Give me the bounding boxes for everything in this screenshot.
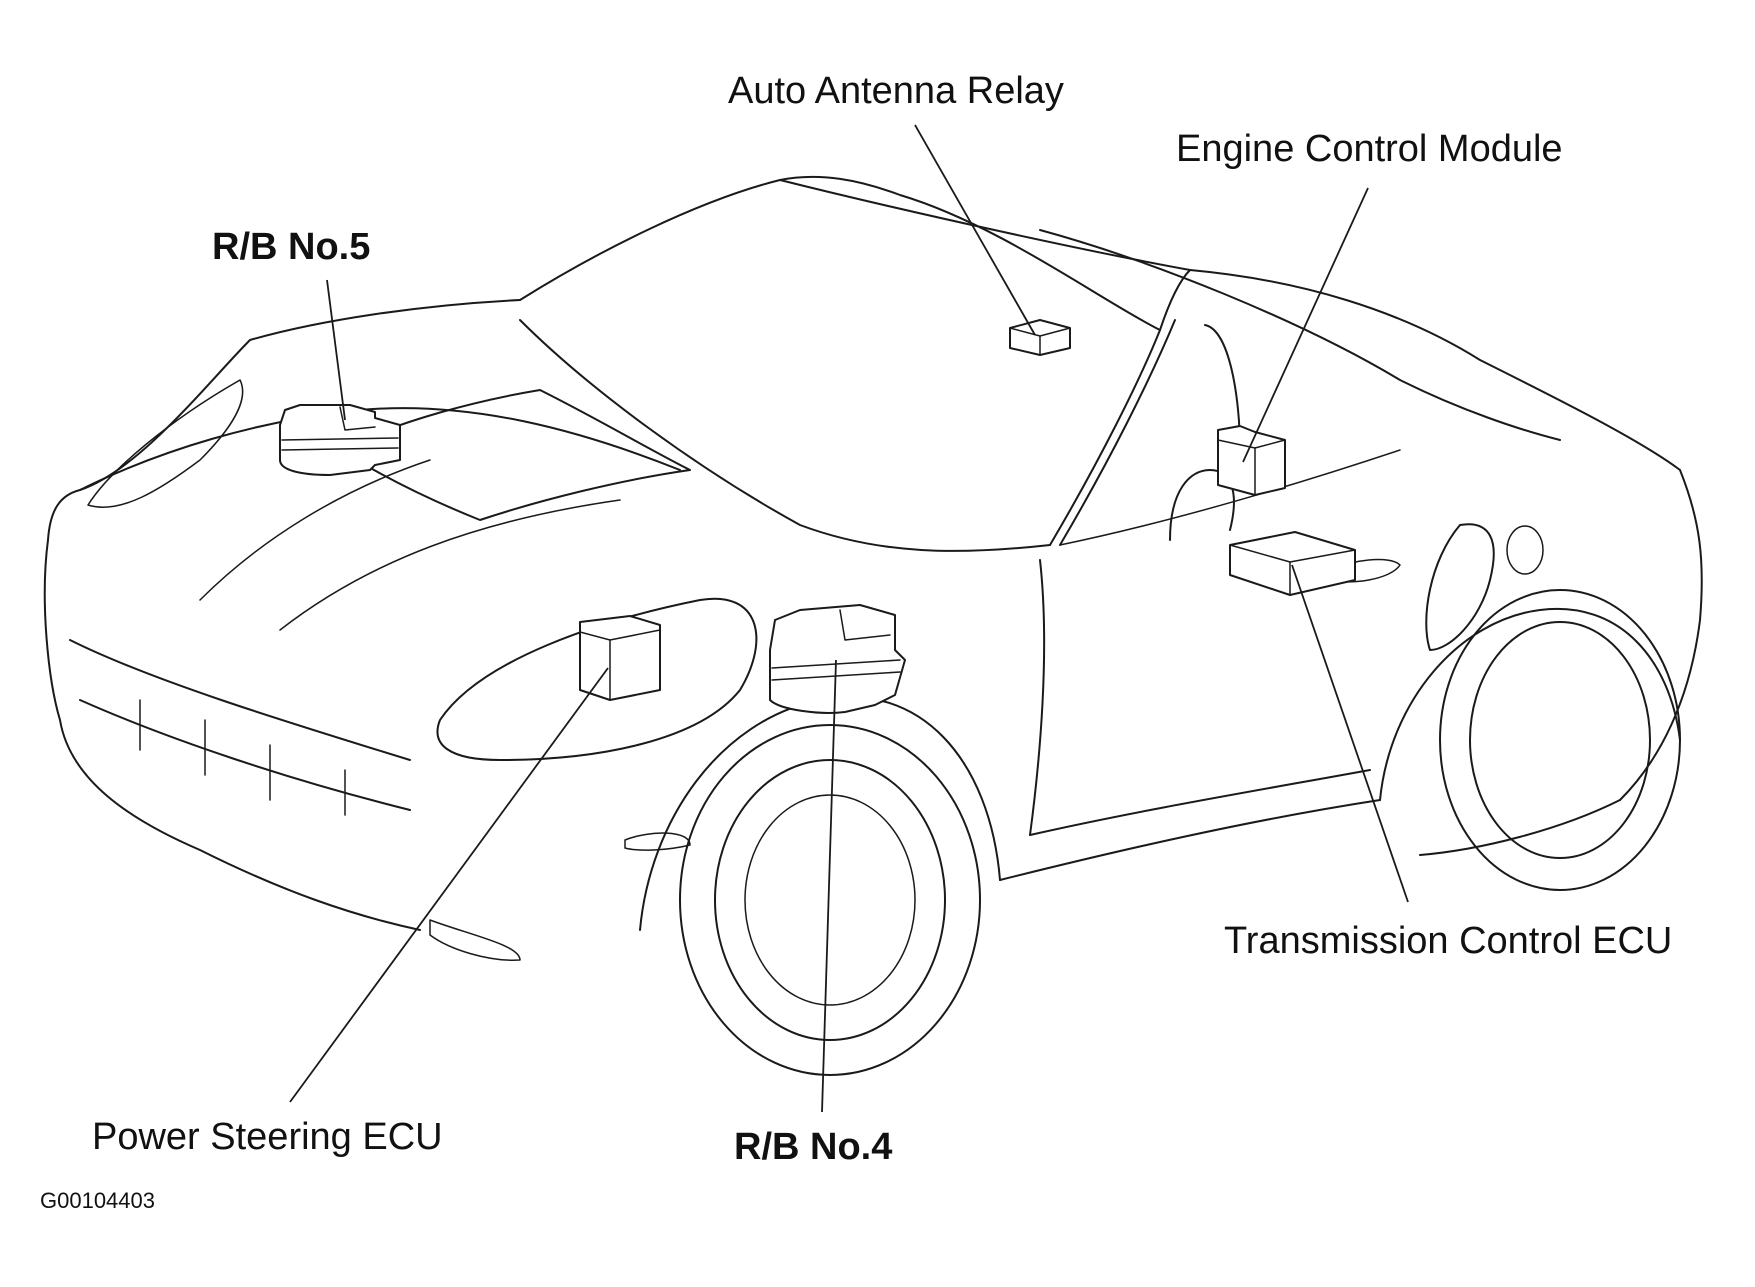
leader-auto-antenna-relay	[914, 124, 1036, 336]
figure-code: G00104403	[40, 1188, 155, 1213]
transmission-control-ecu-label: Transmission Control ECU	[1224, 920, 1673, 962]
power-steering-ecu-box	[579, 615, 661, 701]
transmission-control-ecu-box	[1229, 531, 1356, 596]
engine-control-module-label: Engine Control Module	[1176, 128, 1563, 170]
auto-antenna-relay-box	[1009, 319, 1071, 356]
leader-rb-no5	[326, 279, 346, 421]
rb-no5-box	[279, 404, 401, 476]
leader-lines	[289, 124, 1409, 1113]
rb-no4-box	[769, 604, 906, 714]
auto-antenna-relay-label: Auto Antenna Relay	[728, 70, 1064, 112]
rb-no5-label: R/B No.5	[212, 226, 371, 268]
leader-transmission-control-ecu	[1291, 564, 1409, 903]
leader-rb-no4	[821, 659, 837, 1113]
leader-power-steering-ecu	[289, 667, 609, 1103]
car-body	[43, 175, 1703, 1076]
rb-no4-label: R/B No.4	[734, 1126, 893, 1168]
power-steering-ecu-label: Power Steering ECU	[92, 1116, 443, 1158]
engine-control-module-box	[1217, 425, 1286, 496]
leader-engine-control-module	[1242, 187, 1369, 463]
